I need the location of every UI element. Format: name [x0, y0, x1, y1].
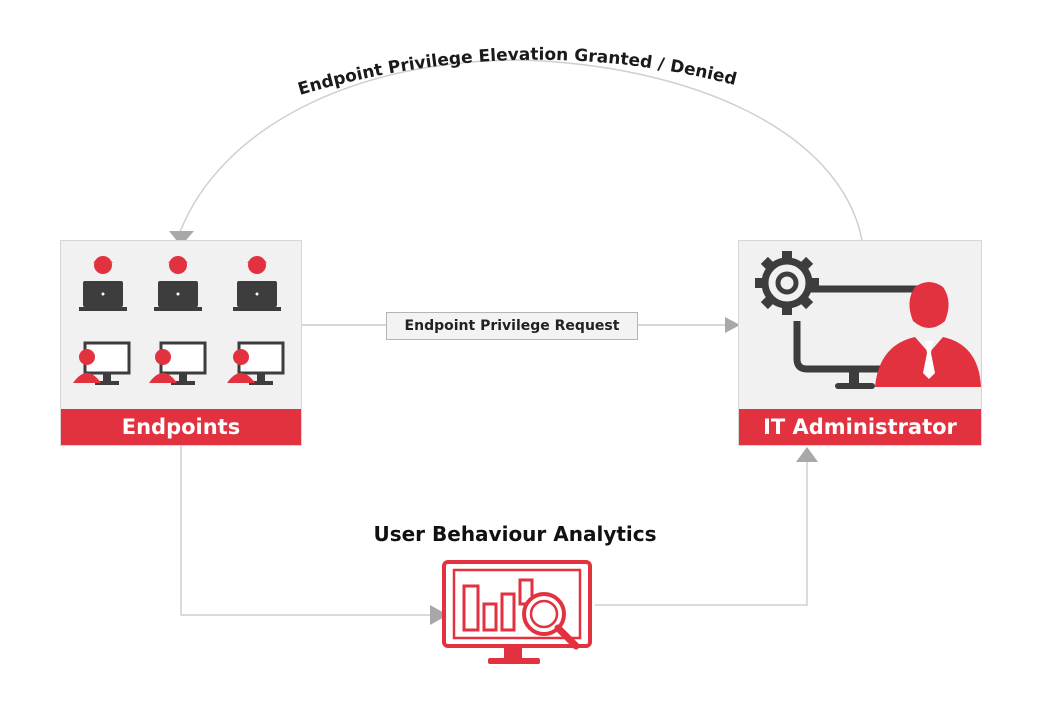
- user-laptop-icon: [233, 256, 281, 311]
- top-arc-arrowhead: [169, 231, 194, 246]
- uba-title: User Behaviour Analytics: [373, 522, 657, 546]
- magnifier-icon: [522, 592, 580, 650]
- analytics-to-admin-line: [595, 462, 808, 606]
- user-monitor-icon: [149, 341, 207, 385]
- request-arrowhead: [725, 317, 740, 333]
- user-laptop-icon: [79, 256, 127, 311]
- it-admin-icons: [755, 251, 981, 389]
- admin-in-arrowhead: [796, 447, 818, 462]
- user-monitor-icon: [227, 341, 285, 385]
- user-laptop-icon: [154, 256, 202, 311]
- it-admin-node: IT Administrator: [738, 240, 982, 446]
- endpoints-icons: [73, 256, 285, 385]
- endpoints-label: Endpoints: [61, 409, 301, 445]
- analytics-in-arrowhead: [430, 605, 448, 625]
- privilege-request-label: Endpoint Privilege Request: [386, 312, 638, 340]
- top-feedback-arc: [179, 59, 863, 241]
- user-monitor-icon: [73, 341, 131, 385]
- endpoints-node: Endpoints: [60, 240, 302, 446]
- analytics-monitor-icon: [442, 560, 592, 664]
- it-admin-label: IT Administrator: [739, 409, 981, 445]
- endpoints-to-analytics-line: [180, 446, 432, 616]
- top-arc-label: Endpoint Privilege Elevation Granted / D…: [296, 45, 739, 100]
- admin-user-icon: [875, 282, 981, 387]
- gear-icon: [755, 251, 819, 315]
